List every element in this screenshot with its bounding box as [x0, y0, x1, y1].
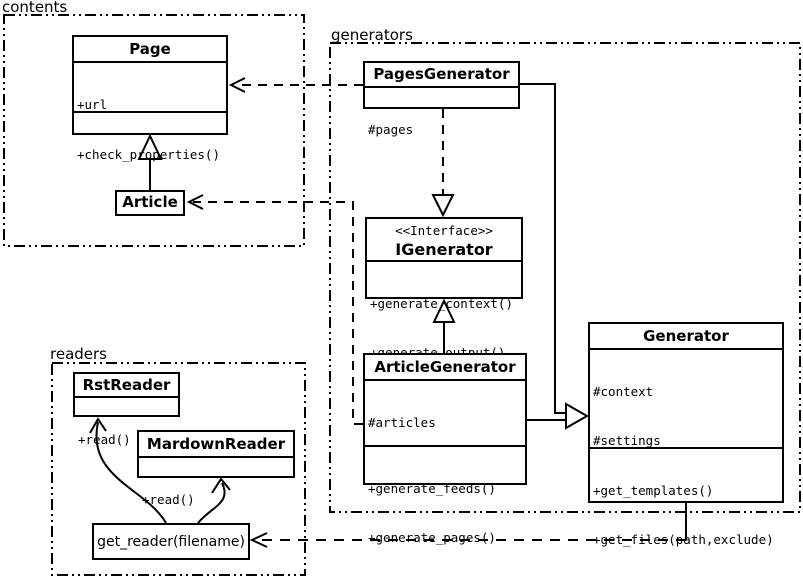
open-arrow-getreader: [249, 532, 268, 548]
class-title-pagesgenerator: PagesGenerator: [373, 65, 510, 83]
class-stereotype-igenerator: <<Interface>>: [395, 223, 493, 238]
class-title-article: Article: [122, 193, 178, 211]
class-box-article: Article: [115, 190, 185, 216]
class-attributes-page: +url +slug +summary: [74, 61, 226, 111]
class-title-page: Page: [129, 40, 171, 58]
class-methods-articlegenerator: +generate_feeds() +generate_pages(): [365, 445, 525, 579]
hollow-triangle-generator: [565, 402, 590, 430]
class-title-generator: Generator: [643, 327, 729, 345]
generators-package-border: [329, 42, 801, 513]
readers-package-border: [51, 362, 306, 576]
contents-package-border: [3, 14, 305, 247]
class-box-generator: Generator #context #settings #path #them…: [588, 322, 784, 547]
class-box-page: Page +url +slug +summary +check_properti…: [72, 35, 228, 162]
class-title-rstreader: RstReader: [82, 376, 171, 394]
class-title-articlegenerator: ArticleGenerator: [374, 358, 516, 376]
edge-articlegenerator-to-article: [193, 201, 363, 425]
generators-package-label: generators: [331, 26, 413, 44]
open-arrow-article: [186, 194, 204, 210]
contents-package-label: contents: [2, 0, 68, 16]
class-methods-markdownreader: +read(): [139, 456, 293, 543]
hollow-triangle-igenerator-top: [431, 194, 455, 218]
class-box-rstreader: RstReader +read(): [73, 372, 180, 447]
function-label-getreader: get_reader(filename): [97, 533, 245, 550]
hollow-triangle-page: [137, 133, 163, 160]
function-box-getreader: get_reader(filename): [92, 523, 250, 560]
class-box-markdownreader: MardownReader +read(): [137, 430, 295, 507]
class-methods-page: +check_properties(): [74, 111, 226, 198]
class-box-igenerator: <<Interface>> IGenerator +generate_conte…: [365, 217, 523, 360]
open-arrow-rstreader: [89, 417, 107, 434]
class-title-markdownreader: MardownReader: [146, 435, 286, 453]
class-methods-rstreader: +read(): [75, 396, 178, 483]
edge-pagesgenerator-to-generator: [520, 83, 566, 414]
hollow-triangle-igenerator-bottom: [432, 298, 456, 323]
class-box-pagesgenerator: PagesGenerator #pages: [363, 61, 520, 137]
class-methods-generator: +get_templates() +get_files(path,exclude…: [590, 447, 782, 579]
class-attributes-pagesgenerator: #pages: [365, 86, 518, 173]
edge-getreader-to-rstreader: [95, 421, 167, 524]
open-arrow-page: [228, 77, 246, 93]
class-attributes-articlegenerator: #articles #dates #tags #categories: [365, 379, 525, 445]
class-title-igenerator: IGenerator: [395, 240, 493, 259]
class-attributes-generator: #context #settings #path #theme #output_…: [590, 348, 782, 447]
class-box-articlegenerator: ArticleGenerator #articles #dates #tags …: [363, 353, 527, 545]
readers-package-label: readers: [50, 345, 107, 363]
open-arrow-markdownreader: [211, 477, 231, 494]
edge-getreader-to-markdownreader: [197, 482, 226, 524]
